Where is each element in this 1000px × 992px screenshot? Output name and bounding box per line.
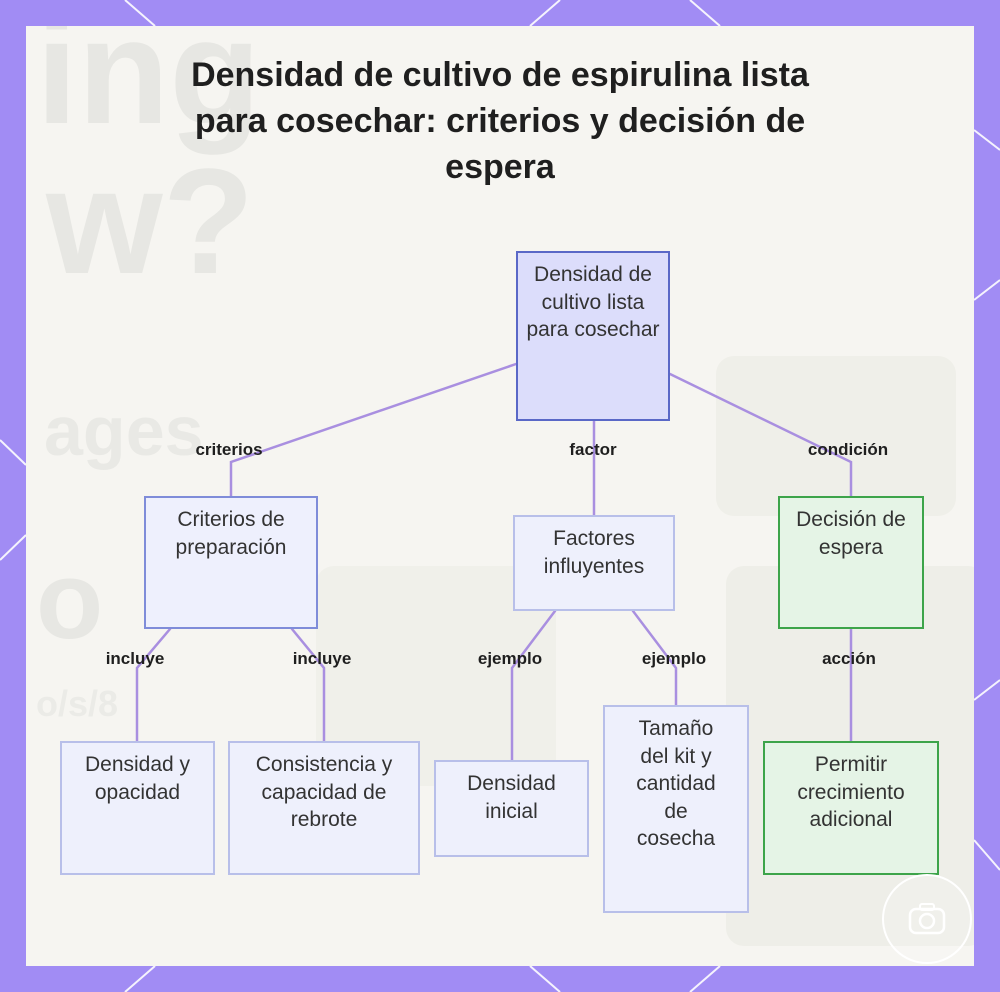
edge-root-criterios bbox=[229, 362, 518, 498]
node-root: Densidad de cultivo lista para cosechar bbox=[516, 251, 670, 421]
node-densidad-inicial-label: Densidad inicial bbox=[467, 772, 556, 823]
node-decision-espera: Decisión de espera bbox=[778, 496, 924, 629]
ghost-text-4: o bbox=[36, 539, 104, 662]
edge-root-decision bbox=[668, 372, 853, 498]
background-shape bbox=[716, 356, 956, 516]
node-permitir-crecimiento: Permitir crecimiento adicional bbox=[763, 741, 939, 875]
node-tamano-kit-label: Tamaño del kit y cantidad de cosecha bbox=[636, 717, 716, 850]
ghost-text-3: ages bbox=[44, 392, 204, 470]
edge-label-incluye-2: incluye bbox=[292, 649, 352, 668]
watermark-logo bbox=[882, 874, 972, 964]
node-root-label: Densidad de cultivo lista para cosechar bbox=[526, 263, 660, 341]
edge-label-incluye-1: incluye bbox=[105, 649, 165, 668]
node-tamano-kit: Tamaño del kit y cantidad de cosecha bbox=[603, 705, 749, 913]
edge-factores-densidad-inicial bbox=[510, 609, 557, 762]
edge-criterios-densidad bbox=[135, 627, 172, 743]
node-consistencia-rebrote: Consistencia y capacidad de rebrote bbox=[228, 741, 420, 875]
edge-label-accion: acción bbox=[822, 649, 876, 668]
ghost-text-2: w? bbox=[46, 137, 255, 305]
edge-label-factor: factor bbox=[569, 440, 617, 459]
node-permitir-label: Permitir crecimiento adicional bbox=[797, 753, 905, 831]
diagram-title: Densidad de cultivo de espirulina lista … bbox=[191, 56, 809, 186]
edge-label-ejemplo-2: ejemplo bbox=[641, 649, 707, 668]
node-criterios-preparacion: Criterios de preparación bbox=[144, 496, 318, 629]
camera-icon bbox=[908, 903, 946, 935]
ghost-text-5: o/s/8 bbox=[36, 683, 119, 724]
edge-label-criterios: criterios bbox=[195, 440, 263, 459]
edge-factores-tamano bbox=[631, 609, 678, 707]
node-densidad-inicial: Densidad inicial bbox=[434, 760, 589, 857]
ghost-text-1: ing bbox=[36, 26, 261, 155]
node-decision-label: Decisión de espera bbox=[796, 508, 906, 559]
edge-label-condicion: condición bbox=[807, 440, 889, 459]
node-criterios-label: Criterios de preparación bbox=[175, 508, 287, 559]
node-densidad-opacidad: Densidad y opacidad bbox=[60, 741, 215, 875]
node-factores-label: Factores influyentes bbox=[543, 527, 645, 578]
node-consistencia-label: Consistencia y capacidad de rebrote bbox=[255, 753, 393, 831]
node-factores-influyentes: Factores influyentes bbox=[513, 515, 675, 611]
edge-label-ejemplo-1: ejemplo bbox=[477, 649, 543, 668]
node-densidad-opacidad-label: Densidad y opacidad bbox=[84, 753, 191, 804]
edge-criterios-consistencia bbox=[290, 627, 326, 743]
